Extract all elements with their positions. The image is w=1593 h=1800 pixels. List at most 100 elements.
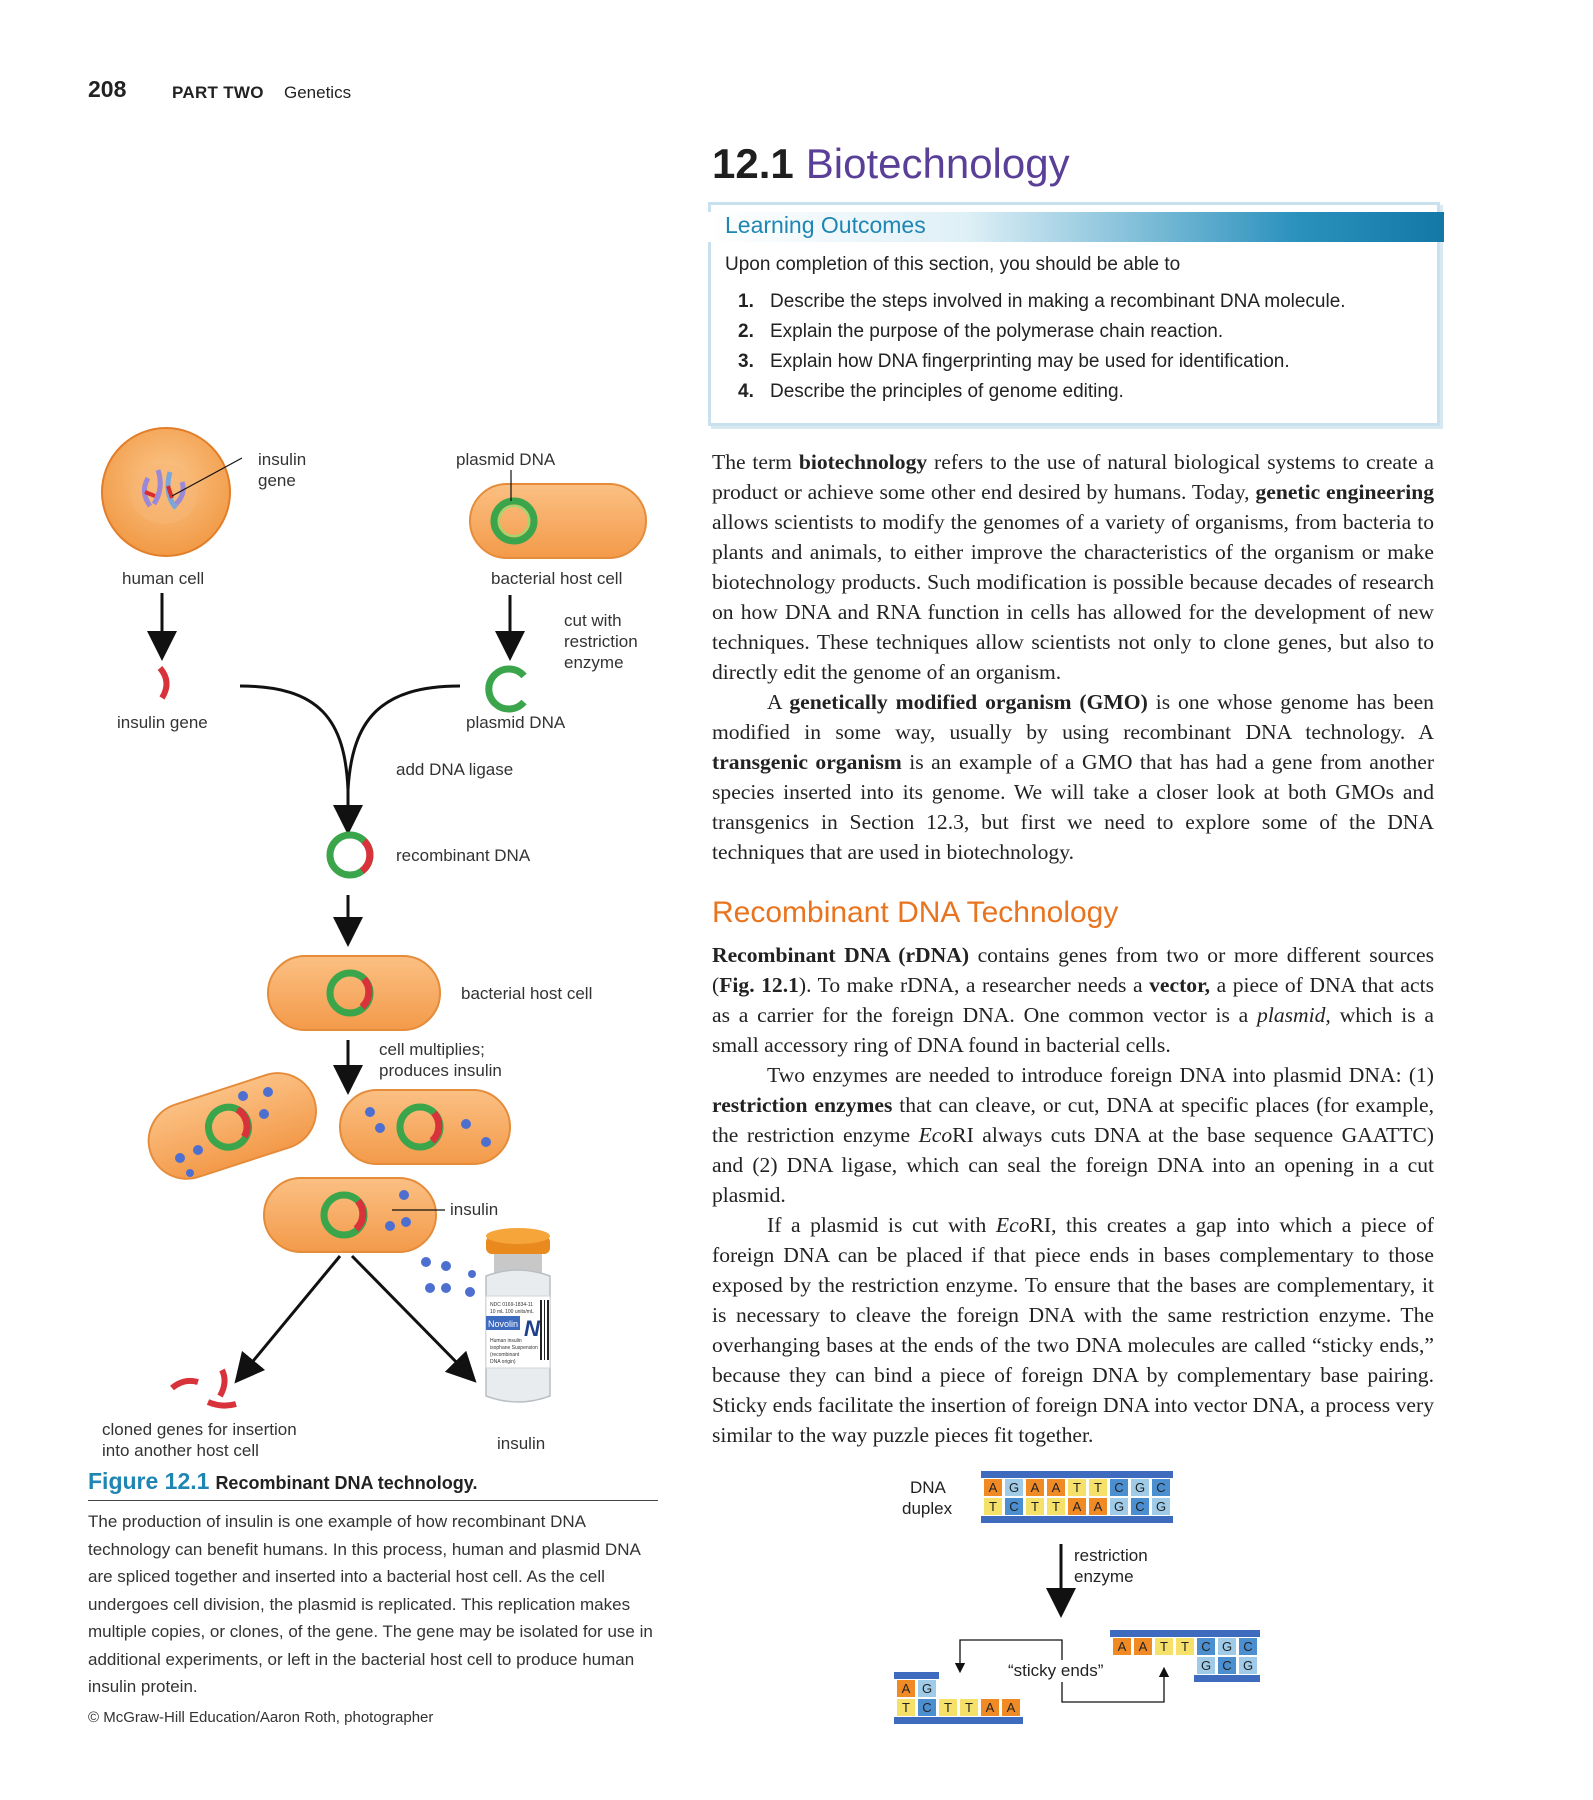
label-bacterial-host-cell: bacterial host cell bbox=[461, 984, 593, 1003]
bacterial-host-cell-middle bbox=[267, 955, 441, 1031]
nucleotide-a bbox=[897, 1680, 915, 1697]
nucleotide-letter: A bbox=[1073, 1499, 1082, 1514]
nucleotide-t bbox=[1026, 1498, 1044, 1515]
figure-caption-rule bbox=[88, 1500, 658, 1501]
subsection-paragraph-1: Recombinant DNA (rDNA) contains genes fr… bbox=[712, 943, 1434, 1057]
nucleotide-letter: T bbox=[944, 1700, 952, 1715]
nucleotide-letter: A bbox=[902, 1681, 911, 1696]
label-plasmid-dna: plasmid DNA bbox=[466, 713, 566, 732]
nucleotide-c bbox=[1152, 1479, 1170, 1496]
nucleotide-letter: G bbox=[1114, 1499, 1124, 1514]
cloned-genes bbox=[170, 1368, 237, 1409]
intro-paragraph-1: The term biotechnology refers to the use… bbox=[712, 450, 1435, 684]
label-cloned-1: cloned genes for insertion bbox=[102, 1420, 297, 1439]
nucleotide-letter: T bbox=[1073, 1480, 1081, 1495]
sticky-end-pointer-right bbox=[1061, 1666, 1170, 1703]
nucleotide-t bbox=[897, 1699, 915, 1716]
nucleotide-letter: T bbox=[1052, 1499, 1060, 1514]
learning-outcome-item: 1.Describe the steps involved in making … bbox=[738, 291, 1346, 312]
nucleotide-c bbox=[1239, 1638, 1257, 1655]
sugar-phosphate-backbone bbox=[981, 1471, 1173, 1478]
learning-outcomes-banner bbox=[708, 212, 1444, 242]
nucleotide-letter: T bbox=[1031, 1499, 1039, 1514]
nucleotide-a bbox=[1089, 1498, 1107, 1515]
nucleotide-g bbox=[918, 1680, 936, 1697]
dna-duplex-label-1: DNA bbox=[910, 1478, 947, 1497]
nucleotide-letter: A bbox=[1139, 1639, 1148, 1654]
label-bacterial-host-cell-top: bacterial host cell bbox=[491, 569, 623, 588]
nucleotide-letter: G bbox=[1156, 1499, 1166, 1514]
label-cut-with-2: restriction bbox=[564, 632, 638, 651]
nucleotide-t bbox=[984, 1498, 1002, 1515]
nucleotide-g bbox=[1005, 1479, 1023, 1496]
label-recombinant-dna: recombinant DNA bbox=[396, 846, 531, 865]
nucleotide-c bbox=[918, 1699, 936, 1716]
nucleotide-t bbox=[1176, 1638, 1194, 1655]
nucleotide-t bbox=[939, 1699, 957, 1716]
nucleotide-t bbox=[1047, 1498, 1065, 1515]
label-insulin-gene-top-2: gene bbox=[258, 471, 296, 490]
label-human-cell: human cell bbox=[122, 569, 205, 588]
subsection-paragraph-2: Two enzymes are needed to introduce fore… bbox=[712, 1063, 1434, 1207]
svg-text:NDC 0169-1834-11: NDC 0169-1834-11 bbox=[490, 1302, 533, 1308]
nucleotide-letter: A bbox=[989, 1480, 998, 1495]
nucleotide-a bbox=[1026, 1479, 1044, 1496]
nucleotide-letter: G bbox=[1135, 1480, 1145, 1495]
nucleotide-letter: G bbox=[1222, 1639, 1232, 1654]
nucleotide-c bbox=[1218, 1657, 1236, 1674]
section-title: Biotechnology bbox=[805, 140, 1070, 187]
page-number: 208 bbox=[88, 76, 127, 102]
nucleotide-letter: T bbox=[1181, 1639, 1189, 1654]
part-label: PART TWO bbox=[172, 83, 264, 102]
nucleotide-g bbox=[1152, 1498, 1170, 1515]
learning-outcomes-title: Learning Outcomes bbox=[725, 212, 926, 238]
figure-title: Recombinant DNA technology. bbox=[215, 1473, 478, 1493]
section-number: 12.1 bbox=[712, 140, 794, 187]
dna-duplex-label-2: duplex bbox=[902, 1499, 953, 1518]
nucleotide-letter: C bbox=[1156, 1480, 1165, 1495]
figure-description: The production of insulin is one example… bbox=[88, 1512, 653, 1696]
part-title: Genetics bbox=[284, 83, 352, 102]
nucleotide-letter: T bbox=[965, 1700, 973, 1715]
nucleotide-letter: T bbox=[1094, 1480, 1102, 1495]
nucleotide-letter: A bbox=[1007, 1700, 1016, 1715]
insulin-gene-fragment bbox=[157, 666, 170, 700]
nucleotide-c bbox=[1197, 1638, 1215, 1655]
nucleotide-letter: T bbox=[902, 1700, 910, 1715]
learning-outcomes-intro: Upon completion of this section, you sho… bbox=[725, 254, 1181, 275]
svg-text:10 mL 100 units/mL: 10 mL 100 units/mL bbox=[490, 1309, 534, 1315]
nucleotide-letter: A bbox=[1031, 1480, 1040, 1495]
learning-outcome-item: 2.Explain the purpose of the polymerase … bbox=[738, 321, 1224, 342]
label-insulin-gene-top: insulin bbox=[258, 450, 307, 469]
sticky-end-pointer-left bbox=[954, 1639, 1063, 1674]
vial-letter: N bbox=[524, 1316, 541, 1341]
nucleotide-letter: C bbox=[1135, 1499, 1144, 1514]
nucleotide-letter: G bbox=[1243, 1658, 1253, 1673]
nucleotide-a bbox=[984, 1479, 1002, 1496]
label-cut-with-1: cut with bbox=[564, 611, 622, 630]
cut-plasmid bbox=[485, 665, 527, 713]
subsection-paragraph-3: If a plasmid is cut with EcoRI, this cre… bbox=[712, 1213, 1434, 1447]
nucleotide-letter: T bbox=[989, 1499, 997, 1514]
nucleotide-letter: A bbox=[1094, 1499, 1103, 1514]
nucleotide-g bbox=[1110, 1498, 1128, 1515]
intro-text: The term biotechnology refers to the use… bbox=[712, 447, 1434, 867]
subsection-text: Recombinant DNA (rDNA) contains genes fr… bbox=[712, 940, 1434, 1450]
nucleotide-letter: G bbox=[1009, 1480, 1019, 1495]
intro-paragraph-2: A genetically modified organism (GMO) is… bbox=[712, 690, 1435, 864]
figure-credit: © McGraw-Hill Education/Aaron Roth, phot… bbox=[88, 1709, 434, 1726]
figure-number: Figure 12.1 bbox=[88, 1468, 210, 1494]
nucleotide-a bbox=[1113, 1638, 1131, 1655]
svg-text:DNA origin): DNA origin) bbox=[490, 1359, 516, 1365]
human-cell bbox=[101, 427, 243, 557]
nucleotide-letter: C bbox=[1009, 1499, 1018, 1514]
nucleotide-letter: C bbox=[1222, 1658, 1231, 1673]
learning-outcome-item: 3.Explain how DNA fingerprinting may be … bbox=[738, 351, 1290, 372]
nucleotide-t bbox=[1068, 1479, 1086, 1496]
dividing-bacterium-bottom bbox=[263, 1177, 445, 1253]
label-plasmid-dna-top: plasmid DNA bbox=[456, 450, 556, 469]
